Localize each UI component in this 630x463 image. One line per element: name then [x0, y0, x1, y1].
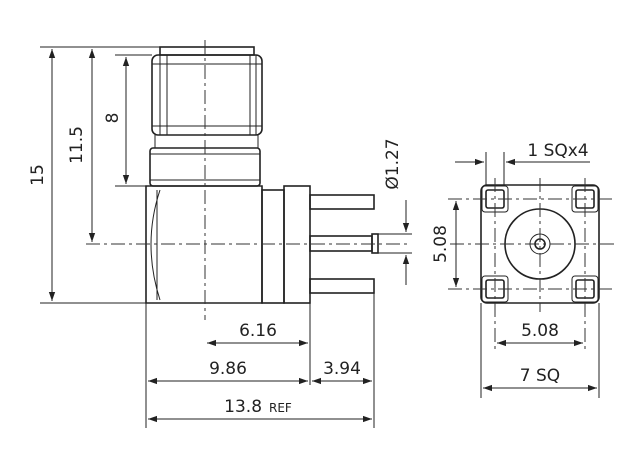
dim-3-94-label: 3.94: [323, 359, 361, 379]
dim-9-86-label: 9.86: [209, 359, 247, 379]
dim-overall-group: 13.8 REF: [224, 397, 292, 417]
dim-5-08-horizontal-label: 5.08: [521, 321, 559, 341]
dim-6-16-label: 6.16: [239, 321, 277, 341]
connector-body: [145, 185, 311, 304]
dim-11-5-label: 11.5: [67, 126, 87, 164]
dim-overall-suffix: REF: [269, 401, 292, 415]
dim-8-label: 8: [103, 113, 123, 124]
dim-pin-diameter-label: Ø1.27: [383, 138, 403, 189]
side-view: 15 11.5 8 Ø1.27 6.16 9.86 3.94 13.8 REF: [28, 40, 412, 428]
outer-ring: [504, 208, 576, 280]
coupling-nut: [151, 46, 263, 136]
front-view: 1 SQx4 5.08 5.08 7 SQ: [431, 141, 614, 398]
dim-overall-label: 13.8: [224, 397, 262, 417]
dim-pad-label: 1 SQx4: [527, 141, 588, 161]
dim-15-label: 15: [28, 164, 48, 186]
dim-7-sq-label: 7 SQ: [520, 366, 560, 386]
dim-5-08-vertical-label: 5.08: [431, 225, 451, 263]
